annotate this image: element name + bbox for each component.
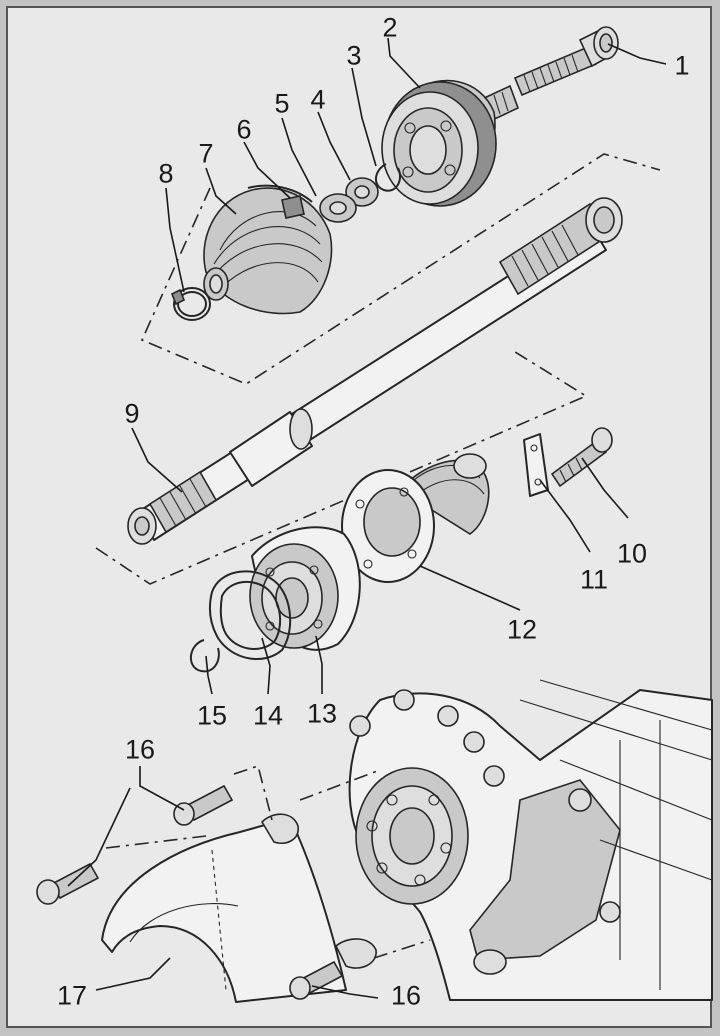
- part-9-drive-shaft: [127, 197, 623, 545]
- callout-7: 7: [198, 138, 214, 169]
- callout-17: 17: [56, 980, 88, 1011]
- callout-16-top: 16: [124, 734, 156, 765]
- part-6-boot-clamp: [247, 184, 313, 219]
- gearbox-housing: [348, 679, 713, 1001]
- part-1-bolt: [513, 26, 619, 97]
- callout-1: 1: [674, 50, 690, 81]
- part-2-outer-cv-joint: [381, 79, 520, 207]
- callout-15: 15: [196, 700, 228, 731]
- part-16-bolt-upper: [173, 784, 234, 826]
- callout-12: 12: [506, 614, 538, 645]
- callout-9: 9: [124, 398, 140, 429]
- part-15-circlip: [189, 639, 220, 673]
- leader-lines: [67, 37, 667, 999]
- alignment-lines: [105, 764, 431, 959]
- callout-3: 3: [346, 40, 362, 71]
- callout-4: 4: [310, 84, 326, 115]
- part-4-dished-washer: [345, 177, 379, 207]
- part-17-heat-shield: [101, 813, 377, 1003]
- part-14-gasket: [209, 570, 292, 661]
- part-16-bolt-lower: [289, 960, 344, 1000]
- part-13-inner-cv-joint: [249, 526, 361, 651]
- callout-16-bottom: 16: [390, 980, 422, 1011]
- callout-14: 14: [252, 700, 284, 731]
- part-7-cv-boot: [203, 187, 333, 315]
- callout-11: 11: [579, 564, 609, 595]
- callout-5: 5: [274, 88, 290, 119]
- callout-2: 2: [382, 12, 398, 43]
- part-16-bolt-left: [36, 862, 100, 905]
- part-10-bolt: [550, 427, 613, 488]
- callout-13: 13: [306, 698, 338, 729]
- part-8-small-clamp: [170, 287, 211, 321]
- callout-8: 8: [158, 158, 174, 189]
- callout-10: 10: [616, 538, 648, 569]
- part-12-inner-boot-flange: [341, 453, 490, 583]
- part-3-circlip: [375, 163, 402, 192]
- part-5-thrust-washer: [319, 193, 357, 223]
- callout-6: 6: [236, 114, 252, 145]
